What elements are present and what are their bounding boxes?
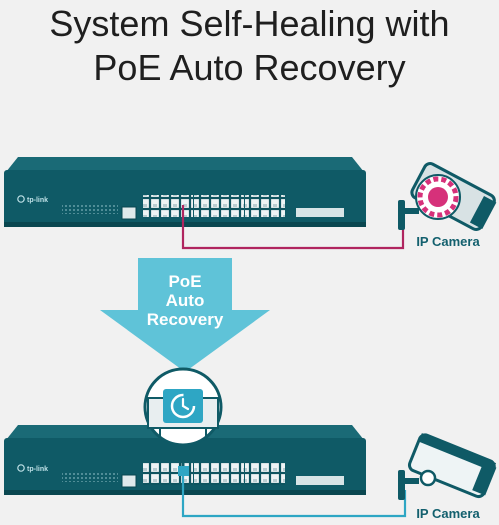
arrow-label-line-2: Auto xyxy=(166,291,205,310)
sfp-slots xyxy=(296,476,344,485)
port-block-1 xyxy=(143,195,193,217)
switch-bottom: tp-link xyxy=(4,425,366,495)
camera-mount xyxy=(398,200,405,230)
brand-logo: tp-link xyxy=(17,195,48,204)
switch-top: tp-link xyxy=(4,157,366,227)
camera-label-bottom: IP Camera xyxy=(416,506,480,521)
brand-text: tp-link xyxy=(27,466,48,473)
port-block-3 xyxy=(245,463,285,485)
auto-recovery-arrow: PoE Auto Recovery xyxy=(100,258,270,372)
arrow-label-line-1: PoE xyxy=(168,272,201,291)
console-port xyxy=(121,474,137,488)
camera-top: IP Camera xyxy=(398,162,497,249)
faulty-cable xyxy=(181,205,405,250)
camera-mount xyxy=(398,470,405,500)
status-leds xyxy=(62,204,118,214)
recovered-port xyxy=(178,466,189,476)
port-magnifier xyxy=(143,367,223,466)
ip-camera-icon: IP Camera xyxy=(398,433,497,521)
port-block-2 xyxy=(194,463,244,485)
port-block-3 xyxy=(245,195,285,217)
brand-text: tp-link xyxy=(27,197,48,204)
recovered-cable xyxy=(181,476,407,518)
port-block-2 xyxy=(194,195,244,217)
arrow-label-line-3: Recovery xyxy=(147,310,224,329)
console-port xyxy=(121,206,137,220)
title-line-2: PoE Auto Recovery xyxy=(93,47,406,88)
sfp-slots xyxy=(296,208,344,217)
title-line-1: System Self-Healing with xyxy=(49,3,450,44)
camera-label-top: IP Camera xyxy=(416,234,480,249)
status-leds xyxy=(62,472,118,482)
page-title: System Self-Healing with PoE Auto Recove… xyxy=(0,2,499,90)
brand-logo: tp-link xyxy=(17,464,48,473)
